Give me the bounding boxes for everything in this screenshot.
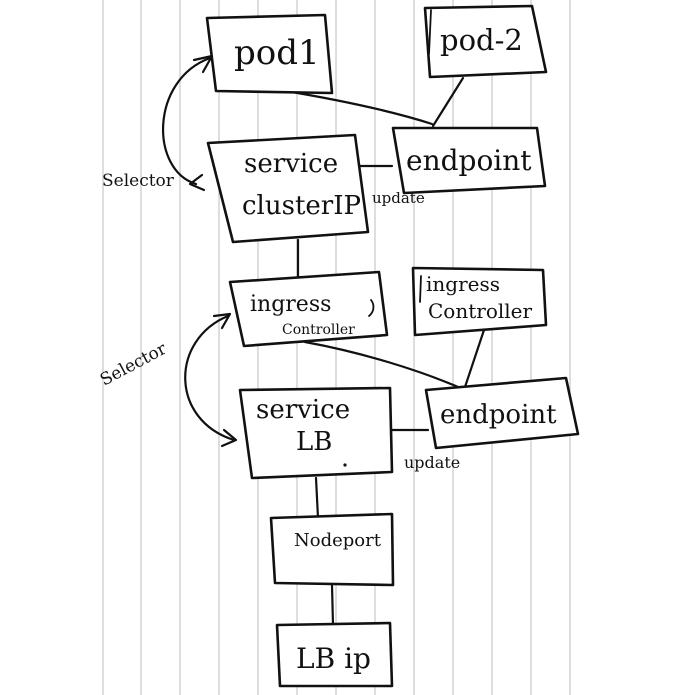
ingress-controller-left-label-line1: ingress (250, 292, 331, 317)
ingress-endpoint-line (303, 340, 467, 392)
selector-bottom-label: Selector (97, 339, 171, 391)
pod2-label: pod-2 (440, 23, 523, 57)
pod2-tick-mark (428, 9, 432, 55)
dot-mark (343, 463, 347, 467)
ingress-controller-left-label-line2: Controller (282, 322, 355, 338)
ingress-controller-left-box (228, 270, 389, 348)
ingress-controller-right-box (411, 266, 548, 337)
service-clusterip-label-line2: clusterIP (242, 191, 361, 221)
lb-ip-label: LB ip (296, 642, 371, 675)
nodeport-label: Nodeport (294, 530, 382, 551)
selector-arrowhead-bottom-upper (212, 312, 232, 330)
servicelb-nodeport-line (314, 476, 320, 520)
selector-arc-bottom (184, 314, 236, 442)
selector-top-label: Selector (102, 171, 175, 191)
comma-mark (368, 299, 375, 317)
ingress-controller-endpoint-line (462, 328, 486, 392)
endpoint-bottom-label: endpoint (440, 400, 557, 430)
update-top-label: update (372, 189, 425, 207)
ingress-controller-right-label-line1: ingress (426, 272, 500, 296)
ingress-controller-right-label-line2: Controller (428, 299, 532, 323)
selector-arrowhead-bottom-lower (220, 428, 238, 448)
service-clusterip-box (206, 133, 370, 244)
service-lb-label-line2: LB (296, 427, 332, 457)
service-lb-label-line1: service (256, 395, 350, 425)
endpoint-top-label: endpoint (406, 144, 532, 177)
endpoint-bottom-box (424, 376, 580, 450)
endpoint-top-box (391, 126, 547, 195)
lb-ip-box (275, 621, 394, 688)
selector-arrowhead-top-lower (188, 173, 206, 192)
service-clusterip-label-line1: service (244, 149, 338, 179)
nodeport-box (269, 512, 395, 587)
service-lb-box (238, 386, 394, 480)
selector-arc-top (161, 56, 212, 186)
boxes (205, 4, 580, 688)
pod1-box (205, 13, 334, 95)
ingress-tick-mark (419, 275, 422, 303)
pod2-endpoint-line (431, 76, 465, 128)
pencil-marks (343, 9, 432, 467)
ruled-lines (102, 0, 571, 695)
nodeport-lbip-line (330, 583, 335, 627)
update-bottom-label: update (404, 453, 460, 472)
pod1-label: pod1 (234, 33, 320, 73)
pod1-endpoint-line (278, 88, 434, 126)
labels: pod1 pod-2 service clusterIP endpoint up… (97, 23, 557, 675)
